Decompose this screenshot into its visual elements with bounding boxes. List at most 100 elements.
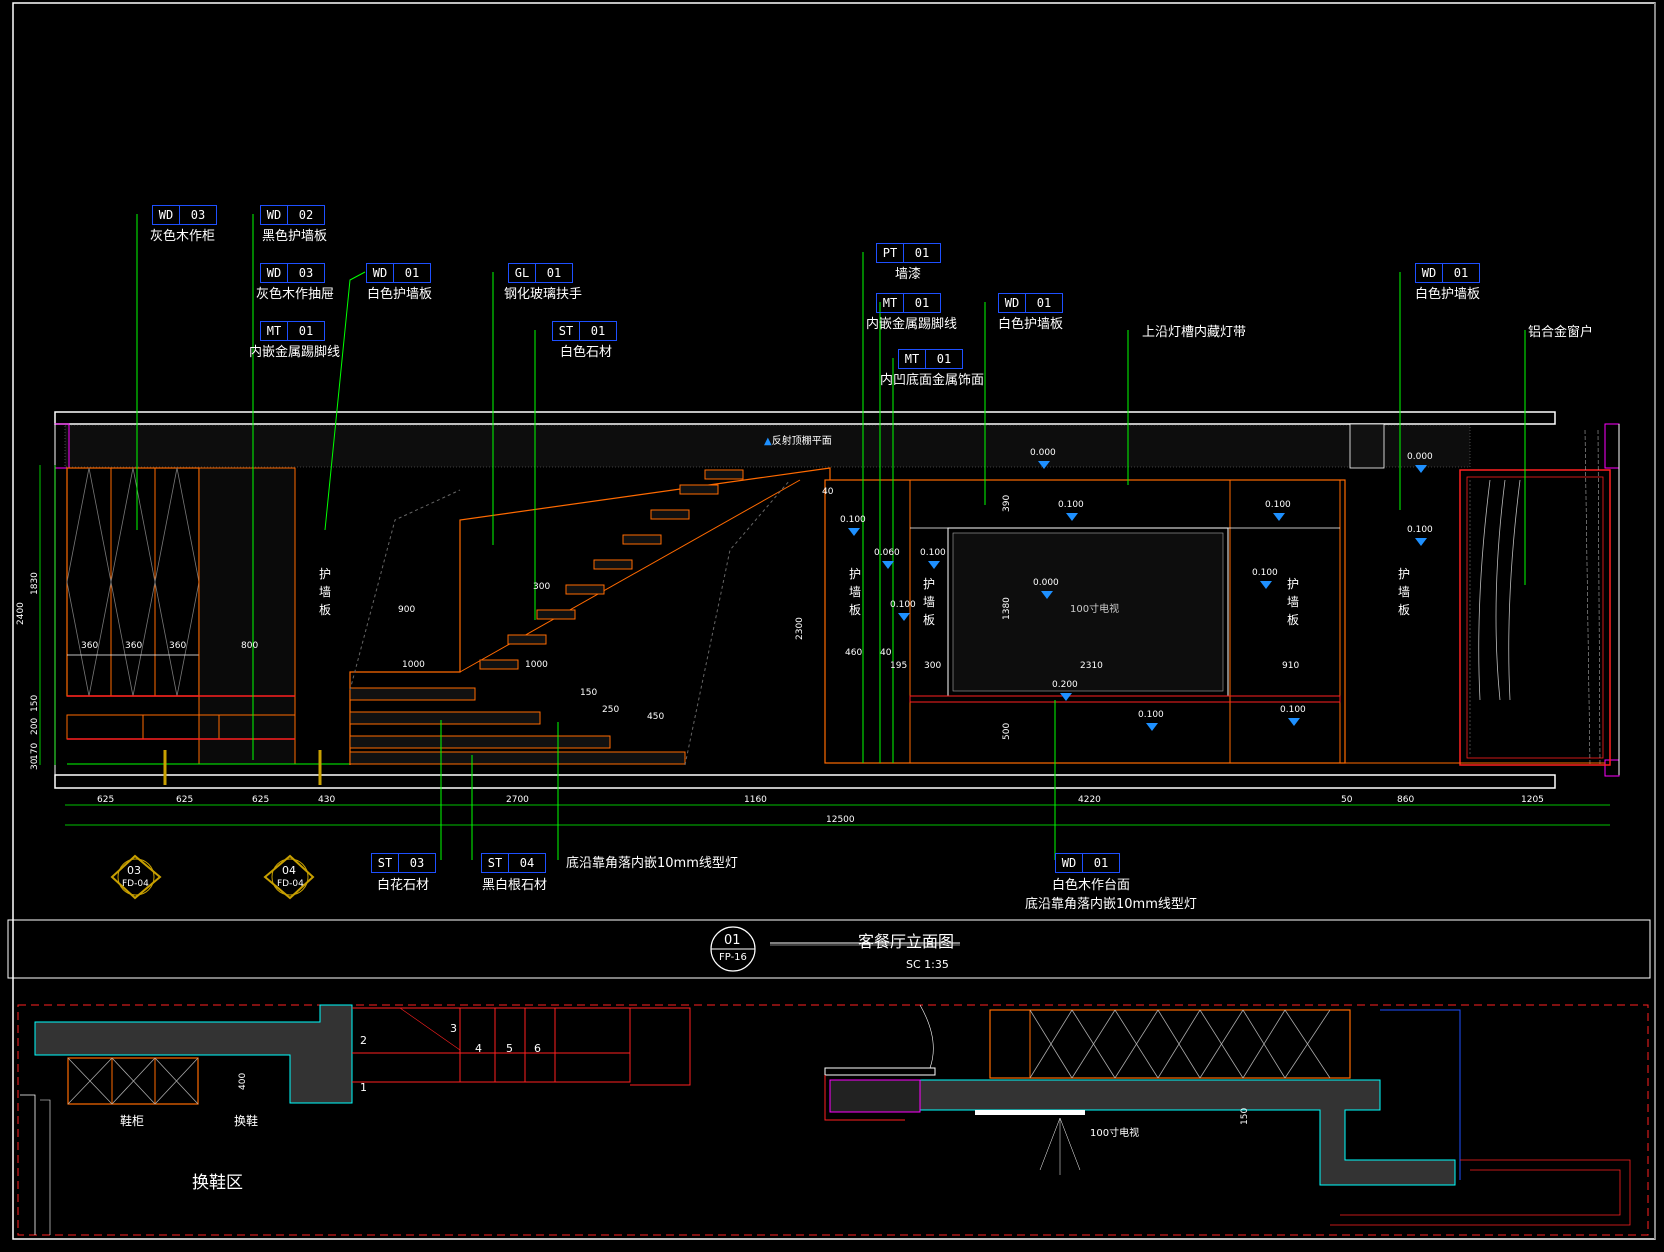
- level-marker: 0.100: [1265, 500, 1291, 521]
- step-number: 6: [534, 1042, 541, 1055]
- material-tag: WD 01: [1055, 853, 1120, 873]
- tag-code: ST: [372, 854, 399, 872]
- tag-label: 白色木作台面: [1052, 878, 1131, 893]
- tag-number: 01: [590, 324, 606, 338]
- dimension: 40: [822, 487, 834, 497]
- zone-label: 换鞋区: [192, 1173, 243, 1193]
- tag-number: 03: [409, 856, 425, 870]
- dimension: 2700: [506, 795, 529, 805]
- dimension: 300: [533, 582, 551, 592]
- tag-label: 钢化玻璃扶手: [504, 287, 583, 302]
- dimension: 430: [318, 795, 336, 805]
- dimension: 150: [580, 688, 598, 698]
- right-wall-section: [1604, 423, 1620, 469]
- level-marker: 0.000: [1407, 452, 1433, 473]
- drawing-ref: FP-16: [719, 952, 747, 963]
- dimension: 170: [30, 742, 40, 760]
- level-marker: 0.100: [1252, 568, 1278, 589]
- level-marker: 0.100: [840, 515, 866, 536]
- tag-code: MT: [877, 294, 904, 312]
- tag-number: 01: [914, 296, 930, 310]
- tag-label: 黑色护墙板: [262, 229, 328, 244]
- tag-label: 灰色木作柜: [150, 229, 216, 244]
- tag-label: 白花石材: [377, 878, 430, 893]
- level-marker: 0.000: [1033, 578, 1059, 599]
- drawing-scale: SC 1:35: [906, 958, 949, 971]
- section-number: 03: [127, 864, 141, 877]
- tag-label: 白色石材: [560, 345, 613, 360]
- material-tag: WD 03: [152, 205, 217, 225]
- window: [1459, 429, 1611, 766]
- dimension: 50: [1341, 795, 1353, 805]
- dimension: 1160: [744, 795, 767, 805]
- tag-number: 01: [1036, 296, 1052, 310]
- stair-light-label: 底沿靠角落内嵌10mm线型灯: [566, 856, 738, 871]
- tag-number: 01: [546, 266, 562, 280]
- tag-label: 内嵌金属踢脚线: [866, 317, 958, 332]
- dimension: 2300: [795, 617, 805, 640]
- drawing-number: 01: [724, 933, 741, 948]
- triangle-marker-icon: ▲: [764, 436, 772, 447]
- wall-panel-label: 护墙板: [1397, 567, 1410, 617]
- tag-label: 白色护墙板: [1415, 287, 1481, 302]
- change-shoe-label: 换鞋: [234, 1114, 259, 1128]
- tag-code: MT: [899, 350, 926, 368]
- level-marker: 0.060: [874, 548, 900, 569]
- dimension: 195: [890, 661, 908, 671]
- dimension: 400: [238, 1072, 248, 1090]
- dimension: 800: [241, 641, 259, 651]
- tag-code: PT: [877, 244, 904, 262]
- dimension: 360: [169, 641, 187, 651]
- tag-label: 墙漆: [895, 267, 922, 282]
- leader-lines: [136, 214, 1526, 860]
- dimension: 40: [880, 648, 892, 658]
- dimension: 200: [30, 717, 40, 735]
- dimension: 625: [252, 795, 270, 805]
- level-marker: 0.100: [1407, 525, 1433, 546]
- tag-number: 01: [1093, 856, 1109, 870]
- dimension: 1000: [402, 660, 425, 670]
- dimension: 2310: [1080, 661, 1103, 671]
- tag-number: 03: [190, 208, 206, 222]
- drawing-title: 客餐厅立面图: [858, 932, 955, 951]
- tag-number: 03: [298, 266, 314, 280]
- level-marker: 0.000: [1030, 448, 1056, 469]
- tag-code: WD: [153, 206, 180, 224]
- tag-code: WD: [1056, 854, 1083, 872]
- tag-code: WD: [1416, 264, 1443, 282]
- step-number: 2: [360, 1034, 367, 1047]
- dimension: 150: [30, 694, 40, 712]
- dimension: 910: [1282, 661, 1300, 671]
- dimension: 360: [81, 641, 99, 651]
- tag-number: 04: [519, 856, 535, 870]
- material-tag: MT 01: [260, 321, 325, 341]
- level-marker: 0.100: [920, 548, 946, 569]
- tag-label: 内凹底面金属饰面: [880, 373, 985, 388]
- tag-label: 白色护墙板: [998, 317, 1064, 332]
- level-marker: 0.100: [890, 600, 916, 621]
- tag-code: WD: [261, 206, 288, 224]
- tag-number: 01: [936, 352, 952, 366]
- dimension: 150: [1240, 1107, 1250, 1125]
- tag-number: 01: [298, 324, 314, 338]
- window-label: 铝合金窗户: [1528, 325, 1594, 340]
- light-slot-label: 上沿灯槽内藏灯带: [1142, 325, 1247, 340]
- tag-number: 01: [404, 266, 420, 280]
- section-ref: FD-04: [277, 879, 304, 889]
- dimension: 360: [125, 641, 143, 651]
- tag-label: 灰色木作抽屉: [256, 287, 335, 302]
- material-tag: MT 01: [898, 349, 963, 369]
- wall-panel-label: 护墙板: [1286, 577, 1299, 627]
- tag-code: MT: [261, 322, 288, 340]
- dimension: 1380: [1002, 597, 1012, 620]
- title-block: [7, 919, 1651, 979]
- step-number: 4: [475, 1042, 482, 1055]
- total-dimension: 12500: [826, 815, 855, 825]
- dimension: 460: [845, 648, 863, 658]
- ceiling-void: [64, 424, 1471, 468]
